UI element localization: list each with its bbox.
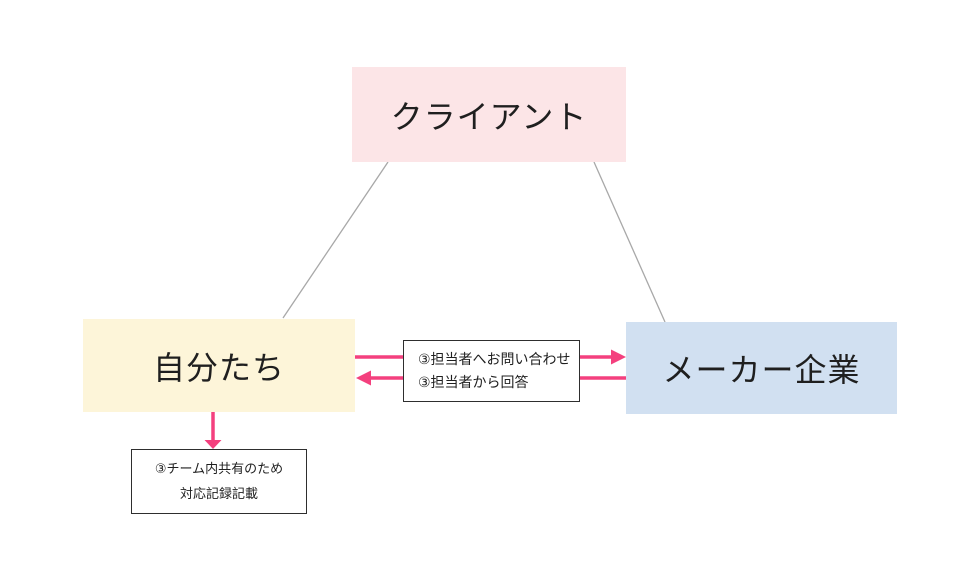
annotation-record-line1: ③チーム内共有のため — [154, 461, 284, 477]
node-maker: メーカー企業 — [626, 322, 897, 414]
connector-client-maker — [593, 161, 666, 323]
node-client: クライアント — [352, 67, 626, 162]
node-client-label: クライアント — [390, 98, 588, 135]
annotation-exchange-line2: ③担当者から回答 — [418, 374, 529, 391]
connector-client-ourselves — [282, 161, 389, 319]
arrow-inquiry-head — [611, 349, 626, 365]
annotation-exchange-box: ③担当者へお問い合わせ ③担当者から回答 — [403, 340, 580, 402]
node-maker-label: メーカー企業 — [662, 352, 861, 388]
arrow-record-head — [204, 440, 222, 449]
arrow-reply-head — [356, 370, 371, 386]
node-ourselves: 自分たち — [83, 319, 355, 412]
annotation-record-line2: 対応記録記載 — [179, 486, 258, 501]
node-ourselves-label: 自分たち — [152, 349, 285, 386]
annotation-exchange-line1: ③担当者へお問い合わせ — [418, 351, 571, 368]
annotation-record-box: ③チーム内共有のため 対応記録記載 — [131, 449, 307, 514]
